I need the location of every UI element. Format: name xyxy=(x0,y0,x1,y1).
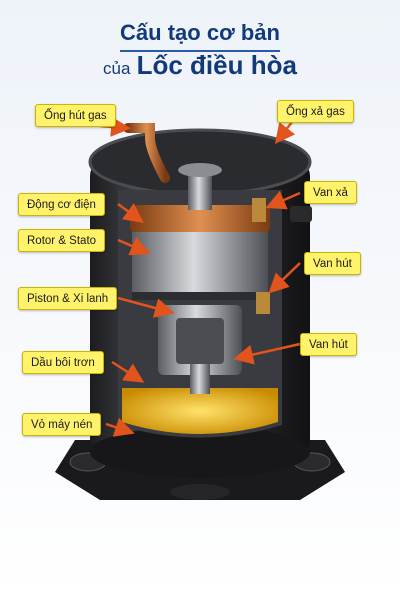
title-line-1: Cấu tạo cơ bản xyxy=(120,20,280,45)
cutaway-interior xyxy=(118,163,282,438)
label-electric-motor: Động cơ điện xyxy=(18,193,105,216)
label-compressor-shell: Vỏ máy nén xyxy=(22,413,102,436)
stator-windings xyxy=(130,205,270,233)
side-port xyxy=(290,206,312,222)
label-rotor-stator: Rotor & Stato xyxy=(18,229,106,252)
label-suction-gas-pipe: Ống hút gas xyxy=(35,104,116,127)
label-suction-valve-lower: Van hút xyxy=(300,333,357,356)
label-lubricating-oil: Dầu bôi trơn xyxy=(22,351,104,374)
title-divider xyxy=(120,50,280,52)
suction-valve-part xyxy=(256,292,270,314)
leader-arrows xyxy=(99,116,301,437)
oil-sump xyxy=(122,388,278,434)
title-prefix: của xyxy=(103,59,131,78)
label-discharge-gas-pipe: Ống xả gas xyxy=(277,100,354,123)
label-suction-valve-upper: Van hút xyxy=(304,252,361,275)
title-main: Lốc điều hòa xyxy=(136,50,297,80)
label-piston-cylinder: Piston & Xi lanh xyxy=(18,287,118,310)
suction-gas-pipe xyxy=(123,123,170,183)
rotor-stator-block xyxy=(132,232,268,292)
label-discharge-valve: Van xả xyxy=(304,181,357,204)
title-line-2: của Lốc điều hòa xyxy=(0,50,400,81)
discharge-valve-part xyxy=(252,198,266,222)
